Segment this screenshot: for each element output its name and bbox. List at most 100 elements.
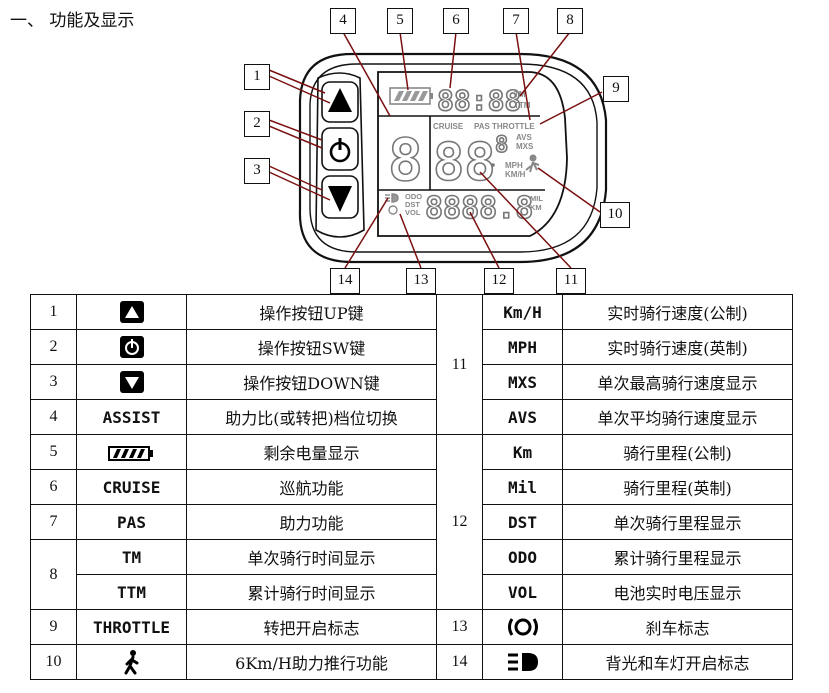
lcd-km: KM <box>530 203 542 212</box>
callout-9: 9 <box>603 76 629 102</box>
headlight-icon <box>482 644 563 680</box>
row-description: 剩余电量显示 <box>186 434 437 470</box>
row-code: PAS <box>76 504 187 540</box>
row-description: 单次骑行时间显示 <box>186 539 437 575</box>
row-description: 操作按钮SW键 <box>186 329 437 365</box>
callout-7: 7 <box>503 8 529 34</box>
lcd-cruise: CRUISE <box>433 122 464 131</box>
row-code: CRUISE <box>76 469 187 505</box>
row-code: Km <box>482 434 563 470</box>
up-button-icon <box>76 294 187 330</box>
row-number: 10 <box>30 644 77 680</box>
row-code: MPH <box>482 329 563 365</box>
row-number: 2 <box>30 329 77 365</box>
row-number: 6 <box>30 469 77 505</box>
up-triangle-icon <box>328 88 352 112</box>
row-number: 8 <box>30 539 77 610</box>
row-code: Mil <box>482 469 563 505</box>
down-button-icon <box>76 364 187 400</box>
callout-5: 5 <box>387 8 413 34</box>
row-code: ODO <box>482 539 563 575</box>
lcd-mph: MPH <box>505 161 523 170</box>
row-description: 单次骑行里程显示 <box>562 504 793 540</box>
row-description: 单次最高骑行速度显示 <box>562 364 793 400</box>
row-number: 5 <box>30 434 77 470</box>
callout-leaders <box>268 31 603 269</box>
lcd-pas: PAS <box>474 122 491 131</box>
table-row: TTM 累计骑行时间显示 VOL 电池实时电压显示 <box>31 574 793 610</box>
row-description: 累计骑行时间显示 <box>186 574 437 610</box>
lcd-dst: DST <box>405 200 420 209</box>
lcd-walk-icon <box>525 154 540 173</box>
row-description: 实时骑行速度(英制) <box>562 329 793 365</box>
row-description: 累计骑行里程显示 <box>562 539 793 575</box>
callout-3: 3 <box>244 158 270 184</box>
lcd-odo: ODO <box>405 192 422 201</box>
row-description: 单次平均骑行速度显示 <box>562 399 793 435</box>
callout-12: 12 <box>484 268 514 294</box>
table-row: 3 操作按钮DOWN键 MXS 单次最高骑行速度显示 <box>30 364 793 400</box>
row-code: MXS <box>482 364 563 400</box>
row-code: AVS <box>482 399 563 435</box>
row-code: DST <box>482 504 563 540</box>
row-description: 电池实时电压显示 <box>562 574 793 610</box>
row-description: 背光和车灯开启标志 <box>562 644 793 680</box>
brake-icon <box>482 609 563 645</box>
row-number: 1 <box>30 294 77 330</box>
power-button-icon <box>76 329 187 365</box>
row-description: 助力功能 <box>186 504 437 540</box>
row-number: 3 <box>30 364 77 400</box>
table-row: 7 PAS 助力功能 DST 单次骑行里程显示 <box>30 504 793 540</box>
table-row: 2 操作按钮SW键 MPH 实时骑行速度(英制) <box>30 329 793 365</box>
table-row: 6 CRUISE 巡航功能 Mil 骑行里程(英制) <box>30 469 793 505</box>
row-code: Km/H <box>482 294 563 330</box>
function-table: 1 操作按钮UP键 11 Km/H 实时骑行速度(公制) 2 操作按钮SW键 M… <box>30 294 793 680</box>
lcd-brake-icon <box>388 205 398 215</box>
row-code: ASSIST <box>76 399 187 435</box>
down-triangle-icon <box>328 186 352 212</box>
lcd-speed-digits: 88 <box>433 133 496 193</box>
callout-6: 6 <box>443 8 469 34</box>
lcd-ttm: TTM <box>514 101 531 110</box>
callout-2: 2 <box>244 111 270 137</box>
lcd-kmh: KM/H <box>505 170 526 179</box>
lcd-speed-small: 8 <box>495 133 508 158</box>
row-code: TTM <box>76 574 187 610</box>
callout-4: 4 <box>330 8 356 34</box>
lcd-clock: 88:88 <box>437 84 521 117</box>
group-number-11: 11 <box>436 294 483 435</box>
row-description: 助力比(或转把)档位切换 <box>186 399 437 435</box>
lcd-screen <box>377 71 568 237</box>
table-row: 1 操作按钮UP键 11 Km/H 实时骑行速度(公制) <box>30 294 793 435</box>
row-description: 巡航功能 <box>186 469 437 505</box>
group-number-13: 13 <box>436 609 483 645</box>
lcd-dist-digits: 8888.8 <box>425 191 533 226</box>
table-row: 9 THROTTLE 转把开启标志 13 刹车标志 <box>30 609 793 645</box>
row-description: 骑行里程(英制) <box>562 469 793 505</box>
lcd-throttle: THROTTLE <box>492 122 535 131</box>
row-code: THROTTLE <box>76 609 187 645</box>
row-code: TM <box>76 539 187 575</box>
lcd-avs: AVS <box>516 133 533 142</box>
row-description: 实时骑行速度(公制) <box>562 294 793 330</box>
lcd-tm: TM <box>514 90 526 99</box>
row-description: 骑行里程(公制) <box>562 434 793 470</box>
table-row: 4 ASSIST 助力比(或转把)档位切换 AVS 单次平均骑行速度显示 <box>30 399 793 435</box>
lcd-assist-digit: 8 <box>388 126 423 194</box>
row-number: 9 <box>30 609 77 645</box>
walk-assist-icon <box>76 644 187 680</box>
group-number-12: 12 <box>436 434 483 610</box>
callout-11: 11 <box>556 268 586 294</box>
table-row: 8 TM 单次骑行时间显示 ODO 累计骑行里程显示 <box>30 539 793 610</box>
row-description: 操作按钮DOWN键 <box>186 364 437 400</box>
row-description: 转把开启标志 <box>186 609 437 645</box>
lcd-vol: VOL <box>405 208 421 217</box>
table-row: 5 剩余电量显示 12 Km 骑行里程(公制) <box>30 434 793 610</box>
row-description: 6Km/H助力推行功能 <box>186 644 437 680</box>
lcd-mxs: MXS <box>516 142 534 151</box>
lcd-mil: MIL <box>530 194 543 203</box>
section-heading: 一、 功能及显示 <box>10 11 135 31</box>
row-description: 操作按钮UP键 <box>186 294 437 330</box>
row-number: 4 <box>30 399 77 435</box>
display-diagram: 88:88 TM TTM CRUISE PAS THROTTLE 8 88 8 … <box>268 31 608 269</box>
